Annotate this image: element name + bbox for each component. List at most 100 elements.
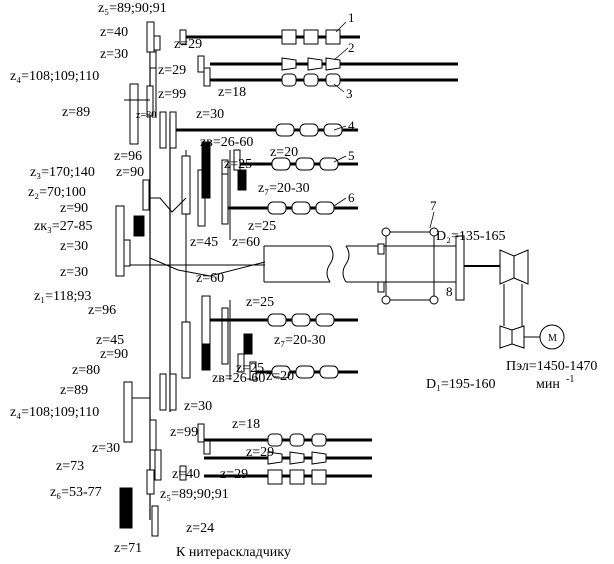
- label-z89-bot: z=89: [60, 383, 88, 398]
- label-z1: z₁=118;93: [34, 289, 91, 304]
- gear-z40-top: [153, 35, 161, 51]
- gear-z7-bot-black: [243, 333, 253, 355]
- spindle-row-11: [267, 469, 327, 485]
- label-z30-left1: z=30: [60, 239, 88, 254]
- pulley-d1: [499, 325, 513, 349]
- gear-z45-bot: [181, 321, 191, 379]
- label-z96-bot: z=96: [88, 303, 116, 318]
- gear-zv-bot-black: [201, 343, 211, 371]
- output-shafts: [176, 35, 458, 478]
- label-z18-top: z=18: [218, 85, 246, 100]
- label-z29-bot2: z=29: [220, 467, 248, 482]
- spindle-row-3: [281, 73, 341, 87]
- label-z40-top: z=40: [100, 25, 128, 40]
- gear-z99-bot: [149, 419, 157, 451]
- label-z30-top: z=30: [100, 47, 128, 62]
- label-zv-bot: zв=26-60: [212, 371, 265, 386]
- label-z5-top: z₅=89;90;91: [98, 1, 167, 16]
- gear-z20-top: [233, 149, 241, 171]
- label-z4-bot: z₄=108;109;110: [10, 405, 99, 420]
- gear-z30-bot: [169, 373, 177, 411]
- spindle-row-9: [267, 433, 327, 447]
- label-zk: zк₃=27-85: [34, 219, 92, 234]
- label-motor-unit-exp: -1: [566, 374, 574, 385]
- gear-z30-top: [149, 51, 157, 69]
- spindle-row-7: [267, 313, 335, 327]
- gear-z4-top: [129, 83, 139, 145]
- label-z30-left2: z=30: [60, 265, 88, 280]
- gear-z99-top: [146, 85, 154, 117]
- label-motor-symbol: M: [548, 333, 557, 344]
- spindle-row-5: [271, 157, 339, 171]
- label-z25-bot2: z=25: [236, 361, 264, 376]
- gears: [115, 21, 257, 537]
- gear-z5-top: [146, 21, 155, 53]
- label-z25-bot1: z=25: [246, 295, 274, 310]
- label-z60-top: z=60: [232, 235, 260, 250]
- spindle-row-4: [275, 123, 343, 137]
- gear-z18-bot: [197, 423, 205, 443]
- gear-z5-bot: [146, 469, 155, 495]
- label-z20-bot: z=20: [266, 369, 294, 384]
- gear-z40-bot: [154, 449, 162, 481]
- thin-shafts: [124, 99, 266, 399]
- label-d1: D₁=195-160: [426, 377, 496, 392]
- label-z25-top: z=25: [224, 157, 252, 172]
- label-z29-bot1: z=29: [246, 445, 274, 460]
- label-z18-bot: z=18: [232, 417, 260, 432]
- gear-zv-top-black: [201, 141, 211, 199]
- label-to-distributor: К нитераскладчику: [176, 545, 291, 560]
- label-z20-top: z=20: [270, 145, 298, 160]
- label-z2: z₂=70;100: [28, 185, 86, 200]
- position-7: 7: [430, 198, 437, 213]
- label-z80-top: z=80: [136, 110, 156, 121]
- label-z45-top: z=45: [190, 235, 218, 250]
- position-2: 2: [348, 40, 355, 55]
- gear-z6-black: [119, 487, 133, 529]
- spindle-row-6: [267, 201, 335, 215]
- label-z30-bot2: z=30: [92, 441, 120, 456]
- label-motor-speed: Пэл=1450-1470: [506, 359, 597, 374]
- label-z90-left: z=90: [60, 201, 88, 216]
- gear-z25-bot1: [221, 307, 229, 365]
- gear-z7-top-black: [237, 169, 247, 191]
- gear-z80-bot: [159, 373, 167, 411]
- label-z4-top: z₄=108;109;110: [10, 69, 99, 84]
- label-zv-top: zв=26-60: [200, 135, 253, 150]
- position-4: 4: [348, 118, 355, 133]
- position-5: 5: [348, 148, 355, 163]
- label-z90-bot: z=90: [100, 347, 128, 362]
- label-z96-top: z=96: [114, 149, 142, 164]
- gear-z2: [142, 179, 150, 211]
- spindle-row-8: [271, 365, 339, 379]
- label-z60-mid: z=60: [196, 271, 224, 286]
- position-3: 3: [346, 86, 353, 101]
- spindle-row-10: [267, 451, 327, 465]
- spindle-row-2: [281, 57, 341, 71]
- gear-zk-black: [133, 215, 145, 237]
- label-d2: D₂=135-165: [436, 229, 506, 244]
- pulley-d2: [499, 249, 515, 285]
- label-z7-top: z₇=20-30: [258, 181, 310, 196]
- position-6: 6: [348, 190, 355, 205]
- label-z30-mid: z=30: [196, 107, 224, 122]
- gear-z24: [151, 505, 159, 537]
- label-z45-bot: z=45: [96, 333, 124, 348]
- spindle-row-1: [281, 29, 341, 45]
- leader-lines: [333, 21, 435, 229]
- gear-z30-left: [123, 239, 131, 267]
- gear-z4-bot: [123, 381, 133, 443]
- gear-z90-top: [181, 155, 191, 215]
- position-8: 8: [446, 284, 453, 299]
- gear-z29b: [197, 55, 205, 73]
- spindle-units: [267, 29, 343, 485]
- gear-z18-top: [203, 67, 211, 87]
- gear-z25-bot2: [237, 353, 245, 373]
- label-z3: z₃=170;140: [30, 165, 95, 180]
- label-z24: z=24: [186, 521, 214, 536]
- gear-z29-bot1: [203, 439, 211, 455]
- label-z71: z=71: [114, 541, 142, 556]
- position-1: 1: [348, 10, 355, 25]
- label-z7-bot: z₇=20-30: [274, 333, 326, 348]
